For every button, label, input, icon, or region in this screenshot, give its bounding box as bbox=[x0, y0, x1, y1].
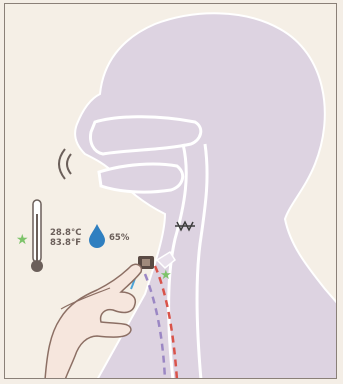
throat-microphone-diagram: ★ ★ 28.8°C 83.8°F 65% bbox=[5, 4, 337, 379]
water-drop-icon bbox=[89, 224, 105, 248]
sound-waves-icon bbox=[59, 149, 71, 179]
temperature-fahrenheit: 83.8°F bbox=[50, 238, 81, 248]
illustration-frame: ★ ★ 28.8°C 83.8°F 65% bbox=[4, 3, 337, 379]
thermometer-icon bbox=[31, 200, 43, 272]
star-icon: ★ bbox=[160, 267, 172, 282]
humidity-value: 65% bbox=[109, 233, 130, 243]
temperature-celsius: 28.8°C bbox=[50, 228, 81, 238]
star-icon: ★ bbox=[16, 231, 29, 247]
